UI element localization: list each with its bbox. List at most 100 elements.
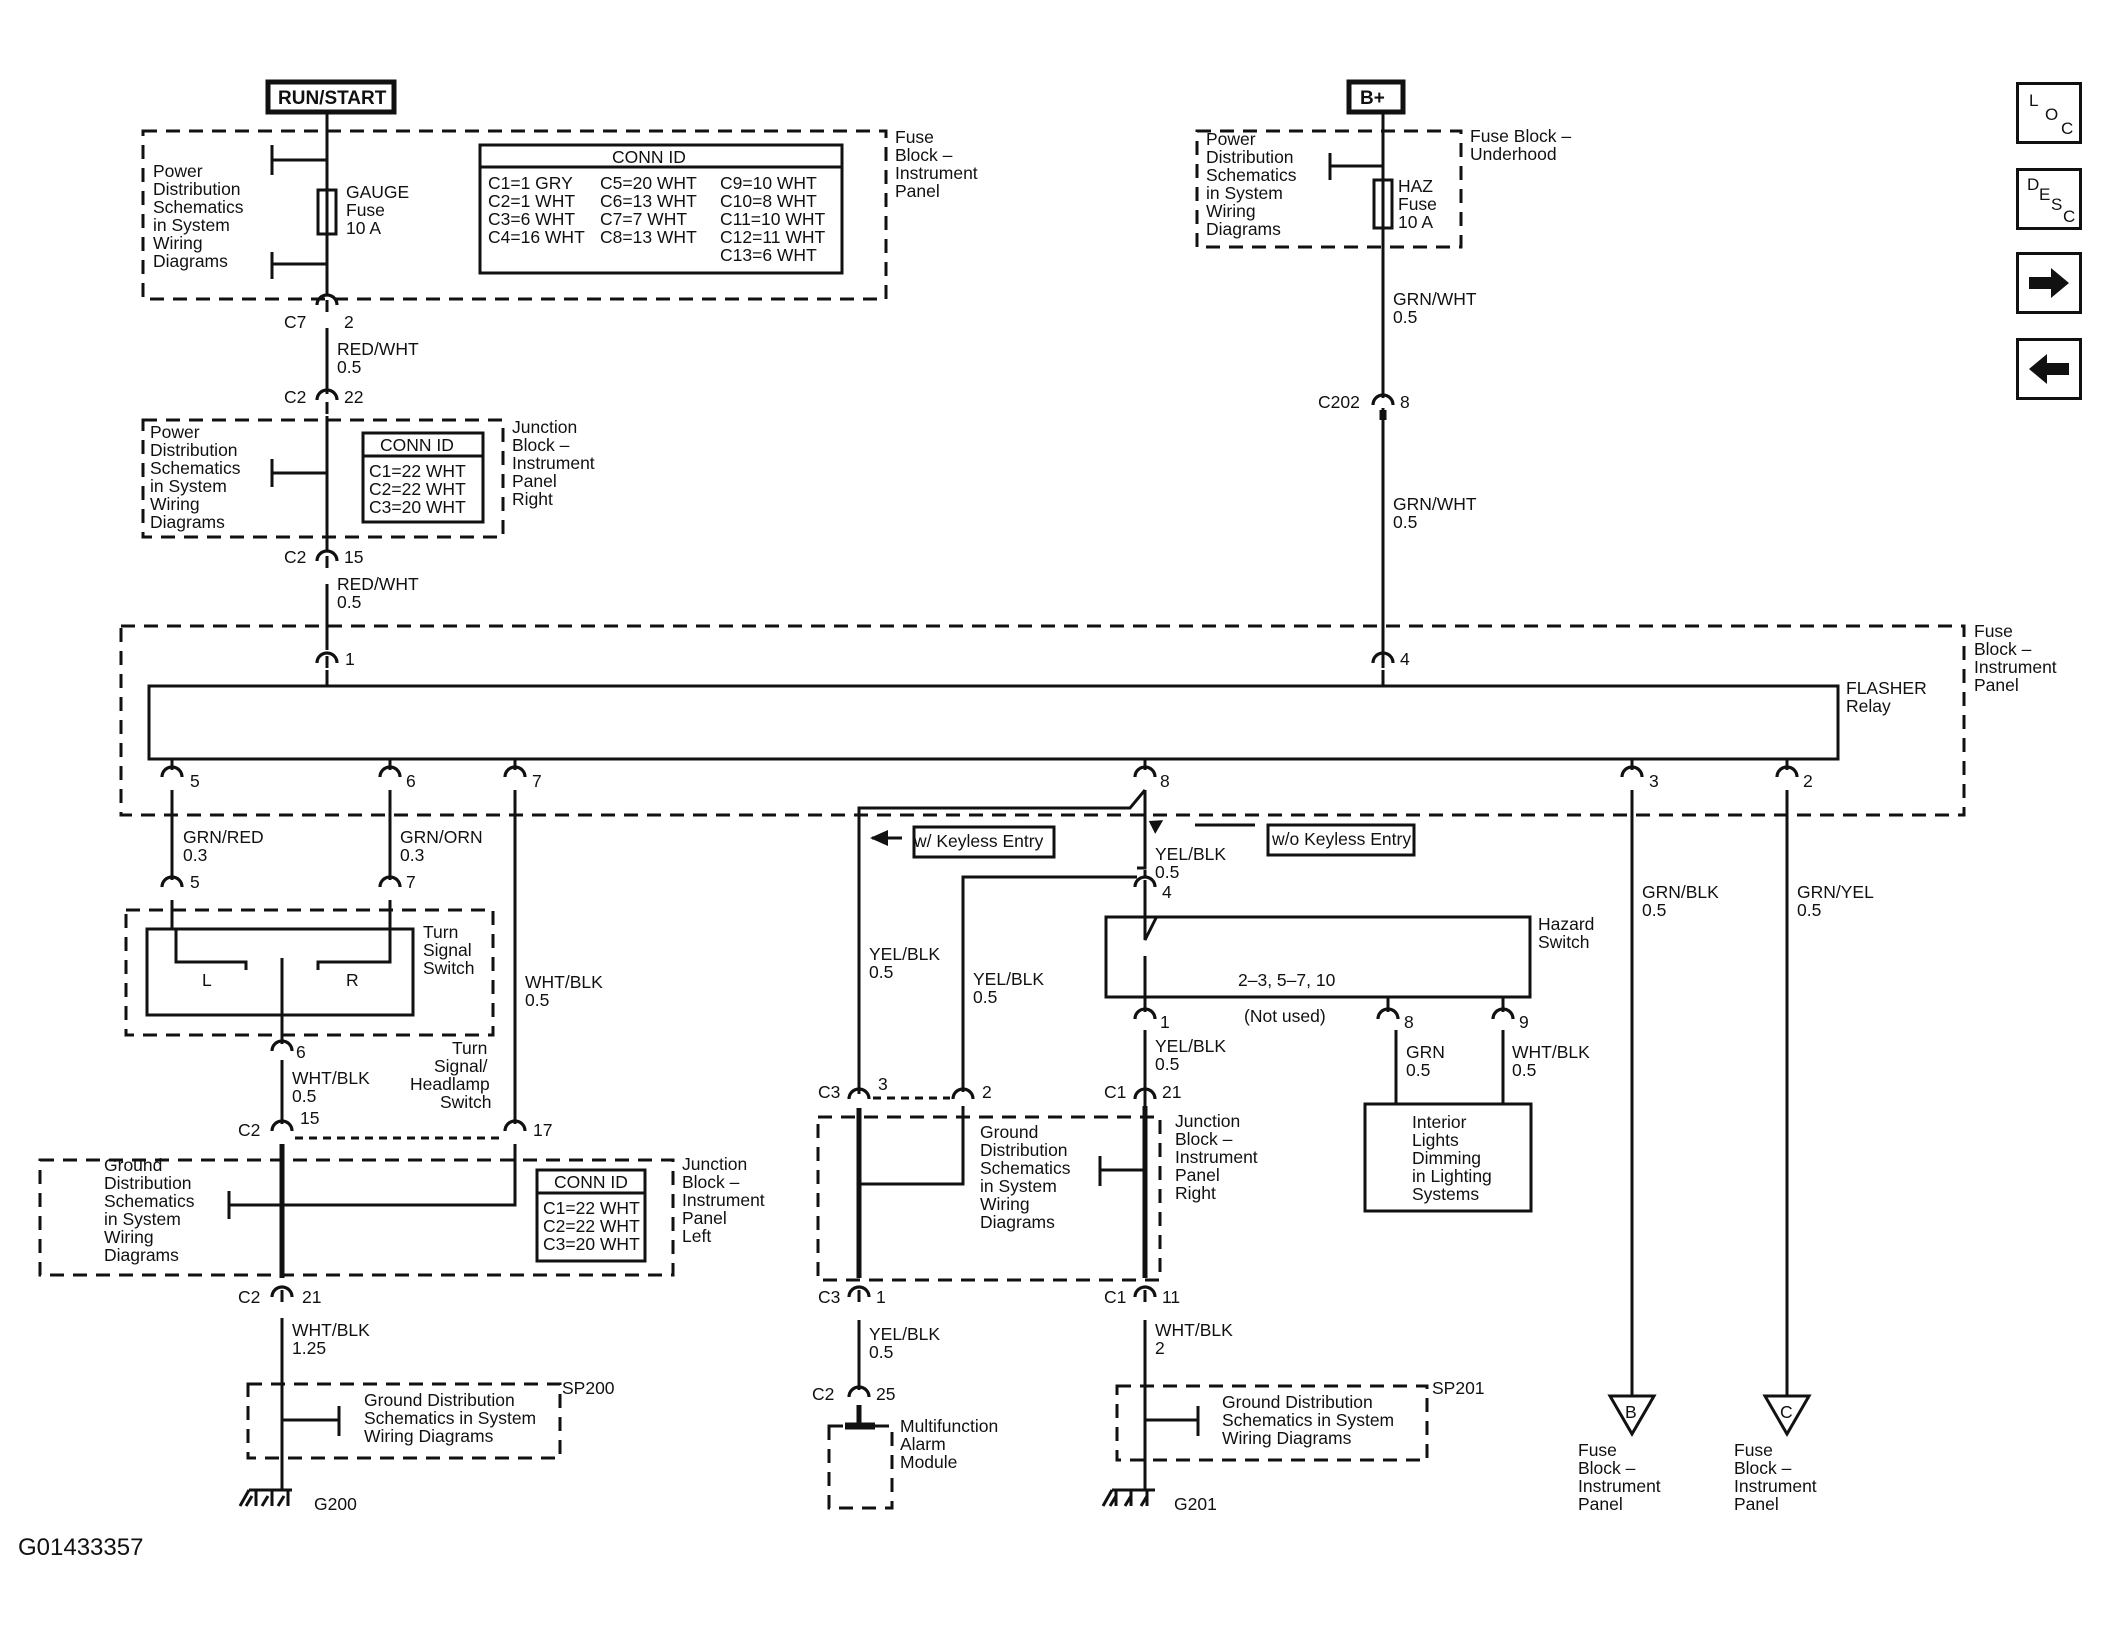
svg-text:Power: Power <box>150 422 200 442</box>
svg-text:Panel: Panel <box>1974 675 2019 695</box>
svg-text:Panel: Panel <box>1734 1494 1779 1514</box>
svg-text:in System: in System <box>150 476 227 496</box>
ground-dist-left: Ground Distribution Schematics in System… <box>104 1155 195 1265</box>
svg-text:C3=6 WHT: C3=6 WHT <box>488 209 575 229</box>
jbr-c1-11-pin: 11 <box>1162 1287 1180 1307</box>
c2-15-label: C2 <box>284 547 306 567</box>
wire-wht-blk-6: WHT/BLK <box>292 1068 370 1088</box>
turn-pin-5: 5 <box>190 872 200 892</box>
svg-text:Fuse: Fuse <box>895 127 934 147</box>
svg-text:Headlamp: Headlamp <box>410 1074 490 1094</box>
wire-wht-blk-125: WHT/BLK <box>292 1320 370 1340</box>
svg-text:Instrument: Instrument <box>895 163 978 183</box>
ref-c-label: Fuse Block – Instrument Panel <box>1734 1440 1817 1514</box>
svg-text:Multifunction: Multifunction <box>900 1416 998 1436</box>
svg-text:Interior: Interior <box>1412 1112 1467 1132</box>
wire-wht-blk-9-size: 0.5 <box>1512 1060 1536 1080</box>
jbl-c2-15-pin: 15 <box>300 1108 319 1128</box>
desc-letter-c: C <box>2063 207 2076 226</box>
svg-text:C10=8 WHT: C10=8 WHT <box>720 191 817 211</box>
c2-22-pin: 22 <box>344 387 363 407</box>
svg-text:Distribution: Distribution <box>980 1140 1068 1160</box>
svg-text:C2=1 WHT: C2=1 WHT <box>488 191 575 211</box>
hazard-switch-label: Hazard Switch <box>1538 914 1594 952</box>
run-start-label: RUN/START <box>278 88 387 109</box>
svg-text:C5=20 WHT: C5=20 WHT <box>600 173 697 193</box>
wire-yel-blk-c2: YEL/BLK <box>973 969 1044 989</box>
wire-yel-blk-8-size: 0.5 <box>1155 862 1179 882</box>
c2-15-pin: 15 <box>344 547 363 567</box>
hazard-pin-1: 1 <box>1160 1012 1170 1032</box>
jbl-c2-21-label: C2 <box>238 1287 260 1307</box>
wire-grn-wht-1-size: 0.5 <box>1393 307 1417 327</box>
svg-text:Instrument: Instrument <box>682 1190 765 1210</box>
figure-id: G01433357 <box>18 1534 143 1561</box>
svg-text:Underhood: Underhood <box>1470 144 1557 164</box>
flasher-pin-2: 2 <box>1803 771 1813 791</box>
svg-text:Panel: Panel <box>682 1208 727 1228</box>
loc-letter-c: C <box>2061 119 2074 138</box>
wire-grn-blk-3-size: 0.5 <box>1642 900 1666 920</box>
hazard-pin-4: 4 <box>1162 882 1172 902</box>
gauge-fuse-label: GAUGE Fuse 10 A <box>346 182 409 238</box>
svg-text:C13=6 WHT: C13=6 WHT <box>720 245 817 265</box>
interior-lights-label: Interior Lights Dimming in Lighting Syst… <box>1412 1112 1492 1204</box>
fuse-block-ip-label-2: Fuse Block – Instrument Panel <box>1974 621 2057 695</box>
svg-text:Fuse: Fuse <box>1734 1440 1773 1460</box>
conn-id-table-ip: CONN ID C1=1 GRY C5=20 WHT C9=10 WHT C2=… <box>488 147 826 265</box>
arrow-right-icon <box>2019 255 2079 311</box>
svg-text:Left: Left <box>682 1226 711 1246</box>
wire-grn-orn-size: 0.3 <box>400 845 424 865</box>
svg-text:Diagrams: Diagrams <box>150 512 225 532</box>
wire-yel-blk-mam: YEL/BLK <box>869 1324 940 1344</box>
wire-grn-wht-2: GRN/WHT <box>1393 494 1477 514</box>
svg-text:Diagrams: Diagrams <box>104 1245 179 1265</box>
c202-pin: 8 <box>1400 392 1410 412</box>
svg-text:Power: Power <box>153 161 203 181</box>
jbr-c3-1-pin: 1 <box>876 1287 886 1307</box>
svg-text:CONN ID: CONN ID <box>380 435 454 455</box>
svg-text:Signal: Signal <box>423 940 472 960</box>
wire-yel-blk-mam-size: 0.5 <box>869 1342 893 1362</box>
svg-text:Turn: Turn <box>452 1038 487 1058</box>
svg-text:in System: in System <box>1206 183 1283 203</box>
flasher-pin-8: 8 <box>1160 771 1170 791</box>
svg-text:Module: Module <box>900 1452 957 1472</box>
svg-text:C1=22 WHT: C1=22 WHT <box>543 1198 640 1218</box>
svg-text:Distribution: Distribution <box>1206 147 1294 167</box>
svg-text:C7=7 WHT: C7=7 WHT <box>600 209 687 229</box>
svg-text:Instrument: Instrument <box>1974 657 2057 677</box>
sp200-ground-dist: Ground Distribution Schematics in System… <box>364 1390 536 1446</box>
jbl-pin-17: 17 <box>533 1120 552 1140</box>
g201-label: G201 <box>1174 1494 1217 1514</box>
turn-headlamp-switch-label: Turn Signal/ Headlamp Switch <box>410 1038 492 1112</box>
svg-text:Right: Right <box>1175 1183 1216 1203</box>
desc-button[interactable]: D E S C <box>2016 168 2082 230</box>
svg-text:C2=22 WHT: C2=22 WHT <box>369 479 466 499</box>
svg-text:Switch: Switch <box>423 958 475 978</box>
svg-text:Schematics: Schematics <box>104 1191 195 1211</box>
svg-text:in System: in System <box>104 1209 181 1229</box>
jbl-c2-15-label: C2 <box>238 1120 260 1140</box>
svg-text:C9=10 WHT: C9=10 WHT <box>720 173 817 193</box>
turn-right-label: R <box>346 970 359 990</box>
svg-text:C12=11 WHT: C12=11 WHT <box>720 227 826 247</box>
wire-yel-blk-1: YEL/BLK <box>1155 1036 1226 1056</box>
loc-button[interactable]: L O C <box>2016 82 2082 144</box>
wire-grn-orn: GRN/ORN <box>400 827 483 847</box>
turn-signal-switch-label: Turn Signal Switch <box>423 922 475 978</box>
svg-text:Distribution: Distribution <box>104 1173 192 1193</box>
wire-wht-blk-6-size: 0.5 <box>292 1086 316 1106</box>
wire-grn-8-size: 0.5 <box>1406 1060 1430 1080</box>
svg-text:10 A: 10 A <box>346 218 381 238</box>
svg-text:Junction: Junction <box>682 1154 747 1174</box>
ground-dist-right: Ground Distribution Schematics in System… <box>980 1122 1071 1232</box>
next-button[interactable] <box>2016 252 2082 314</box>
alarm-c2-25-pin: 25 <box>876 1384 895 1404</box>
svg-text:Dimming: Dimming <box>1412 1148 1481 1168</box>
svg-text:Panel: Panel <box>1578 1494 1623 1514</box>
prev-button[interactable] <box>2016 338 2082 400</box>
jbl-c2-21-pin: 21 <box>302 1287 321 1307</box>
svg-text:Panel: Panel <box>512 471 557 491</box>
